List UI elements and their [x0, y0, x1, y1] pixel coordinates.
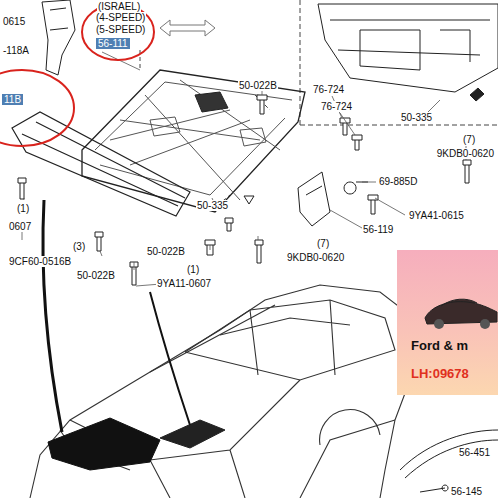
air-guide: [12, 112, 190, 216]
part-number: 0615: [2, 16, 26, 27]
part-number: 56-119: [362, 224, 394, 235]
variant-note: (ISRAEL): [97, 1, 141, 12]
watermark-box: Ford & m LH:09678: [397, 250, 498, 395]
part-number: 9YA41-0615: [408, 210, 465, 221]
part-number: 50-022B: [238, 80, 278, 91]
watermark-phone: LH:09678: [411, 366, 469, 381]
undercover-area: [48, 418, 160, 470]
part-number: 76-724: [320, 101, 353, 112]
panel-ribs: [95, 80, 292, 200]
part-number: 50-335: [400, 112, 433, 123]
part-number: 0607: [8, 221, 32, 232]
highlight-circle: [82, 4, 154, 60]
part-number: 56-111: [96, 38, 130, 49]
callout-number: (3): [72, 241, 86, 252]
part-number: 9YA11-0607: [156, 278, 212, 289]
car-icon: [397, 278, 498, 338]
part-number: 9KDB0-0620: [286, 252, 345, 263]
car-icon-wheel: [480, 319, 490, 329]
car-icon-wheel: [434, 319, 444, 329]
clip: [470, 88, 484, 101]
side-trim: [400, 430, 498, 478]
side-cover: [298, 172, 330, 226]
panel-opening: [195, 92, 228, 112]
side-bracket: [42, 0, 75, 75]
part-number: 50-335: [196, 200, 229, 211]
panel-recess: [150, 117, 266, 146]
clip: [420, 485, 448, 492]
part-number: 69-885D: [378, 176, 418, 187]
part-number: 50-022B: [146, 246, 186, 257]
car-outline: [30, 285, 420, 498]
pointer-line: [43, 200, 62, 432]
callout-number: (7): [316, 238, 330, 249]
undercover-area: [160, 420, 225, 448]
part-number: 56-451: [458, 447, 491, 458]
upper-undercover: [318, 4, 498, 92]
variant-note: (5-SPEED): [95, 24, 146, 35]
part-number: 9CF60-0516B: [8, 256, 72, 267]
callout-number: (7): [462, 134, 476, 145]
callout-number: (1): [16, 203, 30, 214]
variant-note: (4-SPEED): [95, 12, 146, 23]
part-number: -118A: [2, 45, 30, 56]
part-number: 76-724: [312, 84, 345, 95]
direction-arrow: [160, 20, 215, 36]
callout-number: (1): [186, 264, 200, 275]
highlight-circle: [0, 70, 74, 146]
pointer-line: [150, 292, 190, 425]
part-number: 11B: [2, 94, 23, 105]
part-number: 9KDB0-0620: [436, 148, 495, 159]
watermark-name: Ford & m: [411, 338, 468, 353]
frame-line: [300, 0, 498, 125]
part-number: 50-022B: [76, 270, 116, 281]
frame-line: [140, 50, 270, 210]
part-number: 56-145: [450, 486, 483, 497]
